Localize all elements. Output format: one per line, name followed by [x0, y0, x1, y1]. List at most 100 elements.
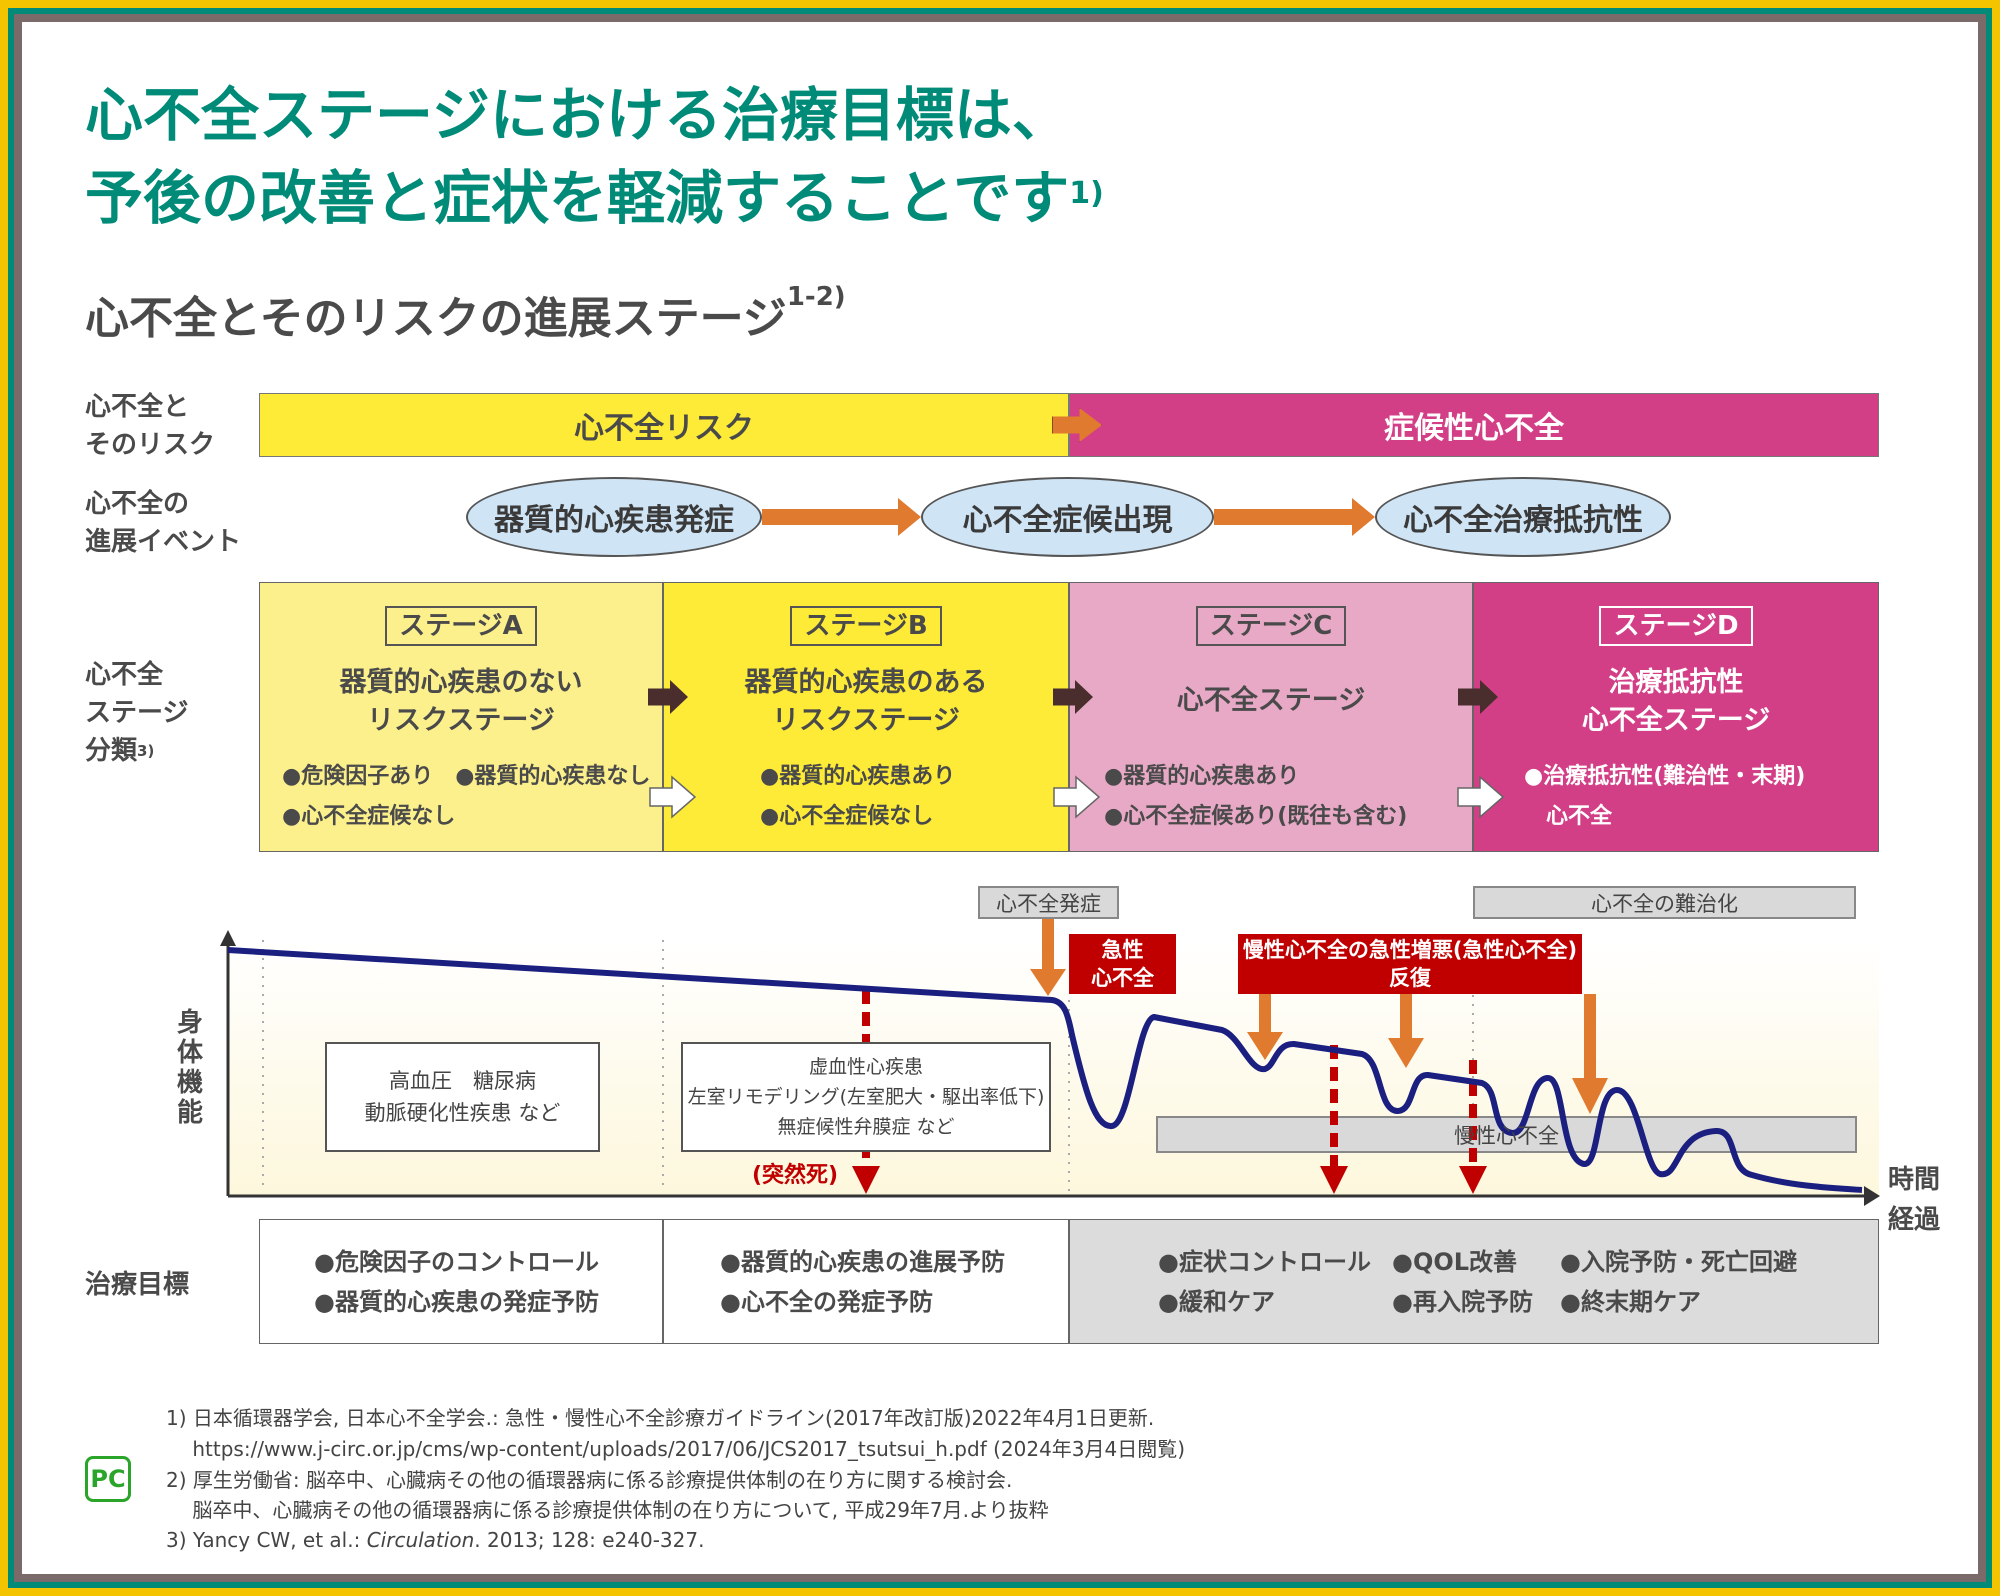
stage-name-line: 器質的心疾患のある — [744, 667, 988, 698]
box-line: 左室リモデリング(左室肥大・駆出率低下) — [687, 1086, 1045, 1108]
y-axis-label: 身体機能 — [177, 1008, 204, 1128]
risk-bar-left: 心不全リスク — [259, 393, 1069, 457]
goal-item: ●危険因子のコントロール — [314, 1248, 599, 1276]
row-label-stages: 心不全ステージ分類3) — [85, 656, 188, 770]
stage-bullets: ●危険因子あり ●器質的心疾患なし●心不全症候なし — [282, 757, 650, 837]
bullet: 心不全 — [1524, 804, 1613, 829]
label-line: 時間 — [1888, 1165, 1941, 1195]
sudden-death-label: (突然死) — [752, 1163, 839, 1188]
title-line1: 心不全ステージにおける治療目標は、 — [85, 81, 1070, 149]
label-ref: 3) — [137, 742, 155, 760]
bullet: ●器質的心疾患あり — [1104, 764, 1300, 789]
stage-tag: ステージA — [385, 606, 537, 646]
event-arrows — [762, 498, 1375, 536]
stage-b: ステージB 器質的心疾患のあるリスクステージ ●器質的心疾患あり ●心不全症候なし — [663, 582, 1069, 852]
footnote-text: . 2013; 128: e240-327. — [474, 1528, 705, 1552]
title-line2: 予後の改善と症状を軽減することです1) — [85, 163, 1104, 233]
stage-divider-lines — [262, 940, 1474, 1192]
stage-name-line: リスクステージ — [772, 705, 960, 736]
event-refractory: 心不全治療抵抗性 — [1375, 477, 1671, 557]
goal-row: ●症状コントロール ●QOL改善 ●入院予防・死亡回避 — [1158, 1242, 1878, 1282]
stage-bullets: ●器質的心疾患あり ●心不全症候あり(既往も含む) — [1104, 757, 1407, 837]
box-line: 虚血性心疾患 — [808, 1056, 923, 1078]
bullet: ●心不全症候なし — [282, 804, 456, 829]
stage-name-line: リスクステージ — [367, 705, 555, 736]
event-structural-disease: 器質的心疾患発症 — [466, 477, 762, 557]
stage-c: ステージC 心不全ステージ ●器質的心疾患あり ●心不全症候あり(既往も含む) — [1069, 582, 1473, 852]
title-ref: 1) — [1069, 176, 1104, 211]
risk-factors-box: 高血圧 糖尿病動脈硬化性疾患 など — [325, 1042, 600, 1152]
row-label-events: 心不全の進展イベント — [85, 485, 241, 561]
stage-bullets: ●治療抵抗性(難治性・末期) 心不全 — [1524, 757, 1805, 837]
refractory-label: 心不全の難治化 — [1473, 886, 1856, 919]
goal-item: ●再入院予防 — [1392, 1288, 1533, 1316]
goal-stage-b: ●器質的心疾患の進展予防 ●心不全の発症予防 — [663, 1219, 1069, 1344]
stage-bullets: ●器質的心疾患あり ●心不全症候なし — [760, 757, 955, 837]
footnote-3: 3) Yancy CW, et al.: Circulation. 2013; … — [166, 1528, 704, 1552]
acute-hf-label: 急性心不全 — [1069, 934, 1176, 994]
stage-name-line: 心不全ステージ — [1581, 705, 1771, 736]
stage-tag: ステージD — [1599, 606, 1753, 646]
goal-row: ●緩和ケア ●再入院予防 ●終末期ケア — [1158, 1282, 1878, 1322]
goal-stage-cd: ●症状コントロール ●QOL改善 ●入院予防・死亡回避 ●緩和ケア ●再入院予防 ●終末… — [1069, 1219, 1879, 1344]
x-axis-label: 時間経過 — [1888, 1160, 1940, 1240]
label-line: 経過 — [1888, 1205, 1941, 1235]
label-line: 心不全 — [1091, 966, 1154, 990]
sudden-death-arrow-icon — [852, 1166, 1487, 1194]
risk-bar-right: 症候性心不全 — [1069, 393, 1879, 457]
footnote-text: 3) Yancy CW, et al.: — [166, 1528, 367, 1552]
subtitle-text: 心不全とそのリスクの進展ステージ — [85, 293, 787, 344]
bullet: ●器質的心疾患あり — [760, 764, 956, 789]
chronic-hf-label: 慢性心不全 — [1454, 1123, 1559, 1148]
subtitle-ref: 1-2) — [786, 282, 846, 312]
footnote-1: 1) 日本循環器学会, 日本心不全学会.: 急性・慢性心不全診療ガイドライン(2… — [166, 1406, 1155, 1430]
stage-a: ステージA 器質的心疾患のないリスクステージ ●危険因子あり ●器質的心疾患なし… — [259, 582, 663, 852]
goal-item: ●QOL改善 — [1392, 1248, 1518, 1276]
exacerbation-label: 慢性心不全の急性増悪(急性心不全) 反復 — [1238, 934, 1582, 994]
stage-tag: ステージB — [790, 606, 942, 646]
label-line: 心不全と — [85, 392, 190, 422]
goal-item: ●入院予防・死亡回避 — [1560, 1248, 1797, 1276]
physical-function-curve — [227, 947, 1863, 1193]
pc-logo: PC — [85, 1456, 131, 1502]
goal-item: ●心不全の発症予防 — [720, 1288, 933, 1316]
structural-disease-box: 虚血性心疾患左室リモデリング(左室肥大・駆出率低下) 無症候性弁膜症 など — [681, 1042, 1051, 1152]
event-arrow-icon — [762, 498, 1375, 536]
journal-name: Circulation — [366, 1528, 475, 1552]
label-line: 反復 — [1389, 966, 1431, 990]
x-axis-arrow-icon — [1864, 1186, 1880, 1206]
stage-name-line: 治療抵抗性 — [1608, 667, 1744, 698]
title-text: 予後の改善と症状を軽減することです — [85, 164, 1070, 232]
stage-name-line: 器質的心疾患のない — [339, 667, 583, 698]
label-line: 心不全の — [85, 489, 190, 519]
stage-d: ステージD 治療抵抗性心不全ステージ ●治療抵抗性(難治性・末期) 心不全 — [1473, 582, 1879, 852]
section-subtitle: 心不全とそのリスクの進展ステージ1-2) — [85, 282, 846, 346]
white-arrow-icon — [649, 775, 1505, 819]
label-line: 分類3) — [85, 732, 188, 770]
box-line: 無症候性弁膜症 など — [777, 1116, 955, 1138]
stage-name: 治療抵抗性心不全ステージ — [1474, 664, 1878, 740]
footnote-1-url: https://www.j-circ.or.jp/cms/wp-content/… — [166, 1437, 1186, 1461]
y-axis-arrow-icon — [220, 930, 236, 946]
goal-item: ●緩和ケア — [1158, 1288, 1275, 1316]
box-line: 動脈硬化性疾患 など — [364, 1101, 561, 1125]
goal-item: ●器質的心疾患の進展予防 — [720, 1248, 1005, 1276]
goal-item: ●器質的心疾患の発症予防 — [314, 1288, 599, 1316]
goal-item: ●症状コントロール — [1158, 1248, 1371, 1276]
label-line: 慢性心不全の急性増悪(急性心不全) — [1242, 938, 1578, 962]
orange-down-arrow-icon — [1030, 919, 1608, 1114]
stage-white-arrows — [649, 775, 1505, 819]
label-line: 進展イベント — [85, 527, 242, 557]
label-line: そのリスク — [85, 430, 216, 460]
event-symptom-onset: 心不全症候出現 — [921, 477, 1214, 557]
box-line: 高血圧 糖尿病 — [389, 1069, 536, 1093]
bullet: ●心不全症候なし — [760, 804, 934, 829]
bullet: ●治療抵抗性(難治性・末期) — [1524, 764, 1806, 789]
bullet: ●心不全症候あり(既往も含む) — [1104, 804, 1408, 829]
goal-item: ●終末期ケア — [1560, 1288, 1701, 1316]
footnote-2-cont: 脳卒中、心臓病その他の循環器病に係る診療提供体制の在り方について, 平成29年7… — [166, 1498, 1049, 1522]
row-label-goals: 治療目標 — [85, 1270, 190, 1300]
label-line: ステージ — [85, 698, 189, 728]
stage-tag: ステージC — [1195, 606, 1347, 646]
stage-name: 心不全ステージ — [1176, 685, 1366, 716]
